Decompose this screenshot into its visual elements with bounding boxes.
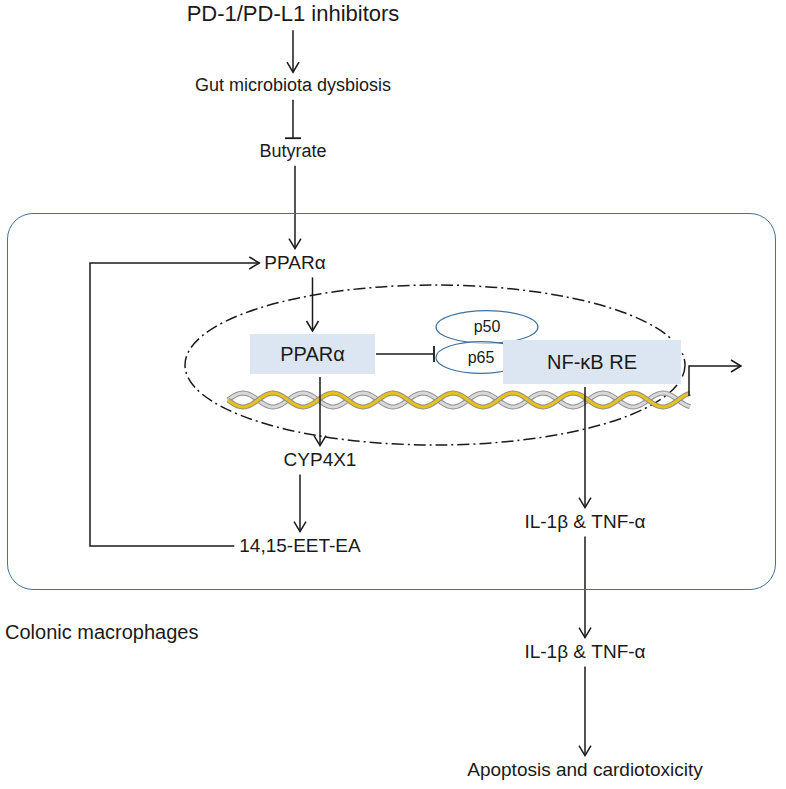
connector-line xyxy=(312,277,314,331)
connector xyxy=(579,536,591,637)
dna-strand xyxy=(228,393,690,407)
flow-label: Butyrate xyxy=(259,141,326,163)
arrow-head xyxy=(579,746,591,756)
node-text: Apoptosis and cardiotoxicity xyxy=(467,759,703,782)
inhibition-bar xyxy=(285,137,301,139)
connector-line xyxy=(292,30,294,72)
node-text: p65 xyxy=(468,348,495,367)
dna-strand-edge xyxy=(228,393,690,407)
flow-label: IL-1β & TNF-α xyxy=(524,641,645,664)
flow-label: 14,15-EET-EA xyxy=(239,535,360,558)
connector-line xyxy=(90,263,259,546)
dna-strand xyxy=(228,393,690,407)
connector xyxy=(579,666,591,755)
arrow-head xyxy=(307,321,319,331)
node-text: IL-1β & TNF-α xyxy=(524,641,645,664)
arrow-head xyxy=(249,257,259,269)
connector-line xyxy=(292,100,294,138)
dna-strand-edge xyxy=(228,393,690,407)
arrow-head xyxy=(294,522,306,532)
dna-helix xyxy=(228,393,690,407)
flow-label: Apoptosis and cardiotoxicity xyxy=(467,759,703,782)
subunit-ellipse: p50 xyxy=(435,310,539,344)
arrow-head xyxy=(579,498,591,508)
arrow-head xyxy=(579,628,591,638)
connector xyxy=(376,346,434,362)
node-text: IL-1β & TNF-α xyxy=(524,511,645,534)
flow-label: Gut microbiota dysbiosis xyxy=(195,75,391,97)
connector xyxy=(285,100,301,138)
transcription-arrow xyxy=(689,360,741,396)
connector xyxy=(314,377,326,446)
node-text: PPARα xyxy=(264,252,325,275)
connector-line xyxy=(584,666,586,755)
shaded-box: PPARα xyxy=(250,334,375,374)
flow-label: IL-1β & TNF-α xyxy=(524,511,645,534)
node-text: Gut microbiota dysbiosis xyxy=(195,75,391,97)
node-text: NF-κB RE xyxy=(547,350,637,374)
connector-line xyxy=(294,166,296,249)
arrow-head xyxy=(289,239,301,249)
connector-line xyxy=(299,474,301,531)
connector-line xyxy=(376,353,434,355)
node-text: 14,15-EET-EA xyxy=(239,535,360,558)
connector xyxy=(307,277,319,331)
arrow-head xyxy=(314,436,326,446)
inhibition-bar xyxy=(433,346,435,362)
connector-line xyxy=(319,377,321,446)
node-text: Butyrate xyxy=(259,141,326,163)
flow-label: CYP4X1 xyxy=(284,449,357,472)
connector xyxy=(287,30,299,72)
cell-label: Colonic macrophages xyxy=(5,620,198,644)
arrow-head xyxy=(287,62,299,72)
cell-box: Colonic macrophagesPPARαPPARαp50p65NF-κB… xyxy=(7,213,776,590)
connector xyxy=(289,166,301,249)
shaded-box: NF-κB RE xyxy=(503,340,681,384)
connector-line xyxy=(584,387,586,508)
flow-label: PD-1/PD-L1 inhibitors xyxy=(187,1,400,27)
node-text: PPARα xyxy=(280,342,345,366)
connector-line xyxy=(584,536,586,637)
connector xyxy=(90,257,259,546)
connector xyxy=(579,387,591,508)
flow-label: PPARα xyxy=(264,252,325,275)
node-text: CYP4X1 xyxy=(284,449,357,472)
connector xyxy=(294,474,306,531)
nucleus-outline xyxy=(185,285,685,445)
node-text: PD-1/PD-L1 inhibitors xyxy=(187,1,400,27)
node-text: p50 xyxy=(474,317,501,336)
